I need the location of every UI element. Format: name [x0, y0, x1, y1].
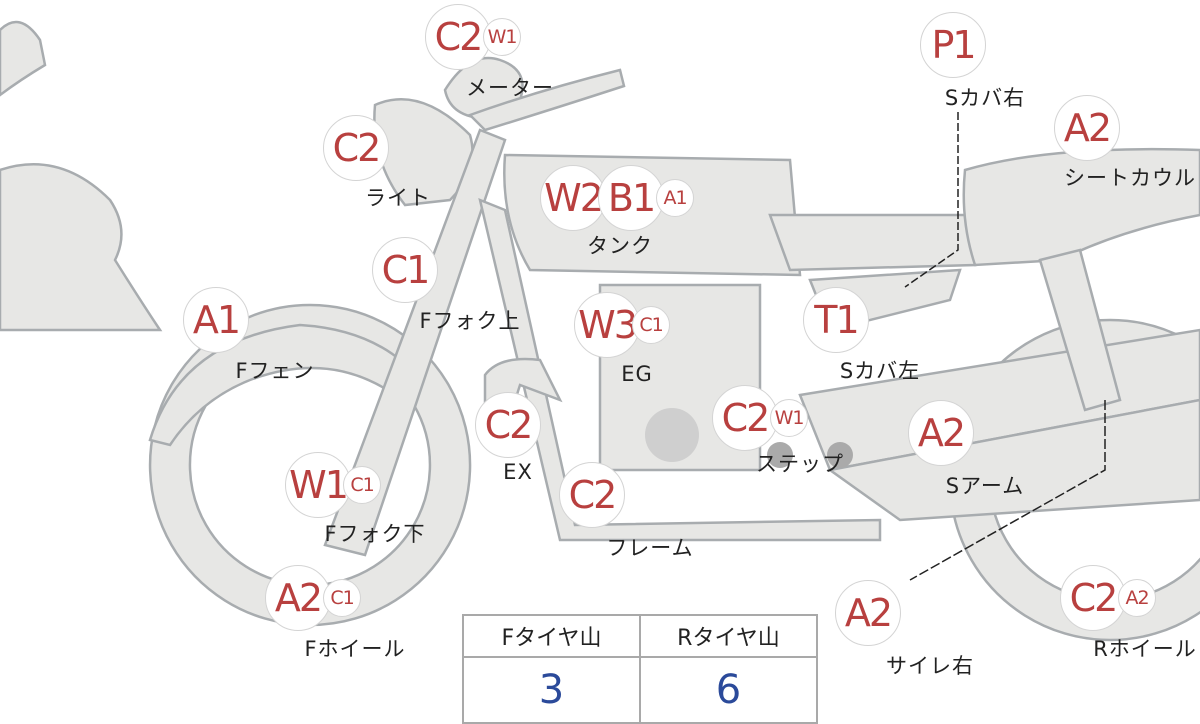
part-label: ステップ [756, 452, 844, 476]
windshield-shape [0, 20, 47, 97]
part-label: Sアーム [945, 474, 1025, 498]
front-fork [323, 128, 507, 557]
part-label: EG [621, 362, 653, 386]
damage-code-badge: C2 [425, 4, 491, 70]
rear-tire-value: 6 [639, 656, 818, 724]
damage-code-badge: A2 [265, 565, 331, 631]
damage-code-badge: C2 [323, 115, 389, 181]
damage-code-badge: W2 [540, 165, 606, 231]
damage-code-badge: A2 [908, 400, 974, 466]
leader-line-scover-right [904, 112, 959, 288]
engine-cover [645, 408, 699, 462]
damage-code-badge: W3 [574, 292, 640, 358]
part-label: メーター [466, 76, 554, 100]
part-label: ライト [365, 186, 431, 210]
part-label: Fフォク上 [419, 309, 521, 333]
damage-code-badge: T1 [803, 287, 869, 353]
part-label: Fフォク下 [324, 522, 426, 546]
part-label: Rホイール [1093, 637, 1197, 661]
part-label: サイレ右 [886, 654, 974, 678]
damage-code-badge: C2 [1060, 565, 1126, 631]
damage-code-badge: C1 [323, 579, 361, 617]
part-label: フレーム [606, 536, 694, 560]
handlebar [467, 68, 626, 132]
rear-shock [1038, 248, 1122, 412]
damage-code-badge: C2 [475, 392, 541, 458]
damage-code-badge: C1 [632, 306, 670, 344]
damage-code-badge: W1 [285, 452, 351, 518]
part-label: Fホイール [304, 637, 406, 661]
part-label: Sカバ右 [944, 86, 1026, 110]
damage-code-badge: A1 [656, 179, 694, 217]
rear-tire-header: Rタイヤ山 [639, 614, 818, 658]
part-label: Sカバ左 [839, 359, 921, 383]
damage-code-badge: W1 [770, 399, 808, 437]
part-label: シートカウル [1064, 166, 1196, 190]
front-tire-header: Fタイヤ山 [462, 614, 641, 658]
damage-code-badge: B1 [598, 165, 664, 231]
damage-code-badge: A2 [1118, 579, 1156, 617]
damage-code-badge: C2 [559, 462, 625, 528]
footpeg-right [827, 442, 853, 468]
part-label: Fフェン [235, 359, 315, 383]
seat-cowl [962, 147, 1200, 267]
front-tire-value: 3 [462, 656, 641, 724]
damage-code-badge: P1 [920, 12, 986, 78]
damage-code-badge: A1 [183, 287, 249, 353]
part-label: EX [503, 460, 533, 484]
damage-code-badge: W1 [483, 18, 521, 56]
footpeg-left [767, 442, 793, 468]
damage-code-badge: A2 [835, 580, 901, 646]
damage-code-badge: C1 [343, 466, 381, 504]
damage-code-badge: A2 [1054, 95, 1120, 161]
damage-code-badge: C1 [372, 237, 438, 303]
seat [768, 213, 977, 272]
frame-lower [478, 197, 882, 542]
part-label: タンク [587, 234, 653, 258]
fairing-shape [0, 163, 163, 332]
damage-code-badge: C2 [712, 385, 778, 451]
muffler [826, 398, 1200, 522]
leader-line-silencer [909, 400, 1106, 581]
tire-tread-table: Fタイヤ山 Rタイヤ山 3 6 [462, 614, 818, 724]
